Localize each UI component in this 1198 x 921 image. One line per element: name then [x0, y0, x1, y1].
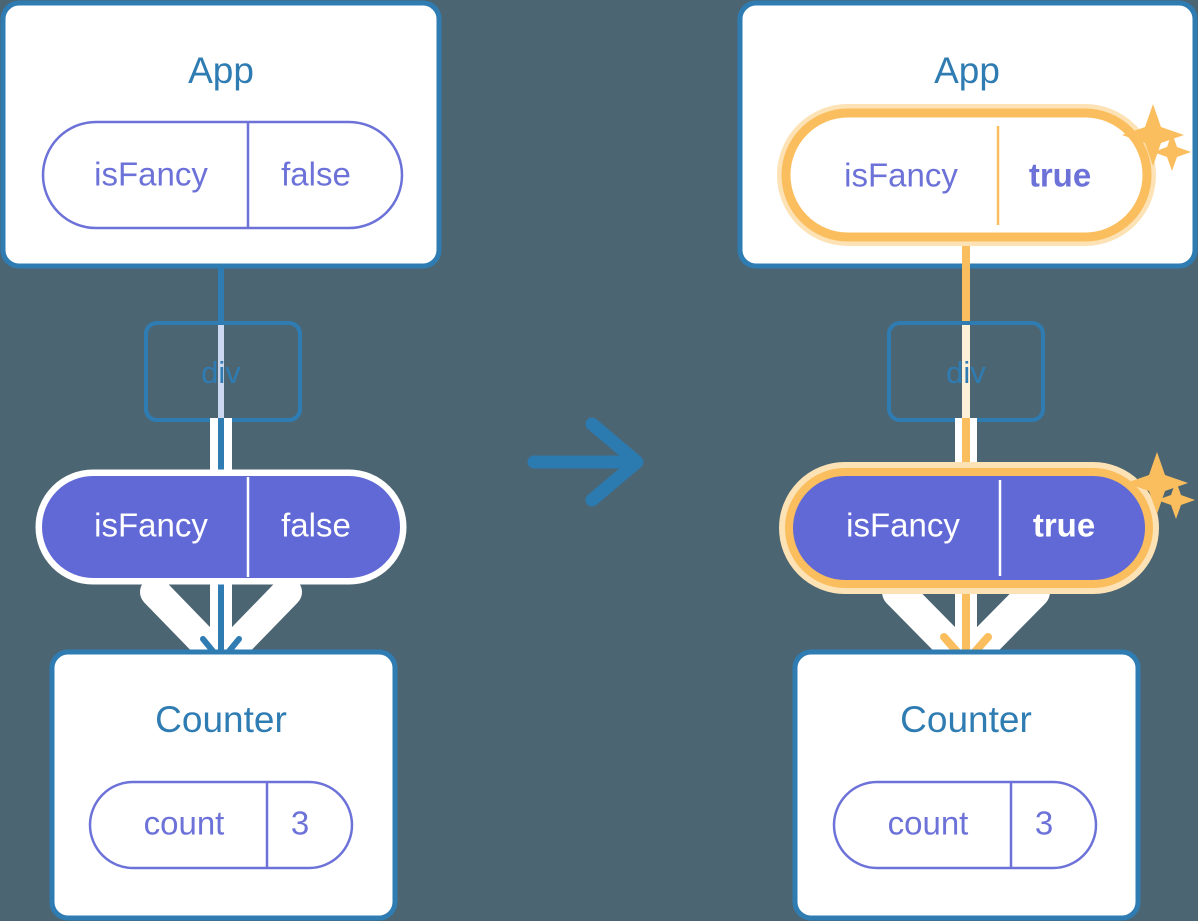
- pill-value-label: 3: [1035, 805, 1053, 842]
- counter-card-title-after: Counter: [900, 699, 1032, 740]
- pill-key-label: isFancy: [846, 507, 960, 544]
- app-card-title-after: App: [934, 50, 1000, 91]
- pill-key-label: isFancy: [94, 507, 208, 544]
- pill-value-label: false: [281, 156, 351, 193]
- pill-value-label: true: [1029, 157, 1091, 194]
- pill-key-label: count: [144, 805, 225, 842]
- pill-fill: [42, 476, 400, 578]
- app-card-title-before: App: [188, 50, 254, 91]
- sparkle-small-app: [1153, 133, 1191, 171]
- app-state-pill-after: isFancy true: [777, 104, 1156, 246]
- div-card-label-before: div: [201, 355, 241, 390]
- pill-outline: [41, 120, 404, 230]
- prop-pill-after: isFancy true: [779, 462, 1159, 594]
- div-card-label-after: div: [946, 355, 986, 390]
- pill-key-label: isFancy: [94, 156, 208, 193]
- counter-card-title-before: Counter: [155, 699, 287, 740]
- app-state-pill-before: isFancy false: [41, 120, 404, 230]
- pill-value-label: true: [1033, 507, 1095, 544]
- counter-state-pill-before: count 3: [88, 780, 354, 870]
- pill-value-label: 3: [291, 805, 309, 842]
- pill-key-label: count: [888, 805, 969, 842]
- pill-highlight-ring: [785, 468, 1153, 588]
- pill-outline: [832, 780, 1098, 870]
- prop-pill-before: isFancy false: [35, 469, 407, 585]
- counter-state-pill-after: count 3: [832, 780, 1098, 870]
- pill-highlight-ring: [781, 108, 1152, 242]
- sparkle-large-prop: [1126, 452, 1188, 514]
- pill-key-label: isFancy: [844, 157, 958, 194]
- sparkle-small-prop: [1157, 481, 1195, 519]
- panel-before: App isFancy false div: [0, 0, 442, 921]
- pill-outline: [88, 780, 354, 870]
- sparkle-large-app: [1122, 104, 1184, 166]
- panel-after: App isFancy true div: [737, 0, 1198, 921]
- pill-value-label: false: [281, 507, 351, 544]
- transition-arrow-right-icon: [527, 417, 644, 507]
